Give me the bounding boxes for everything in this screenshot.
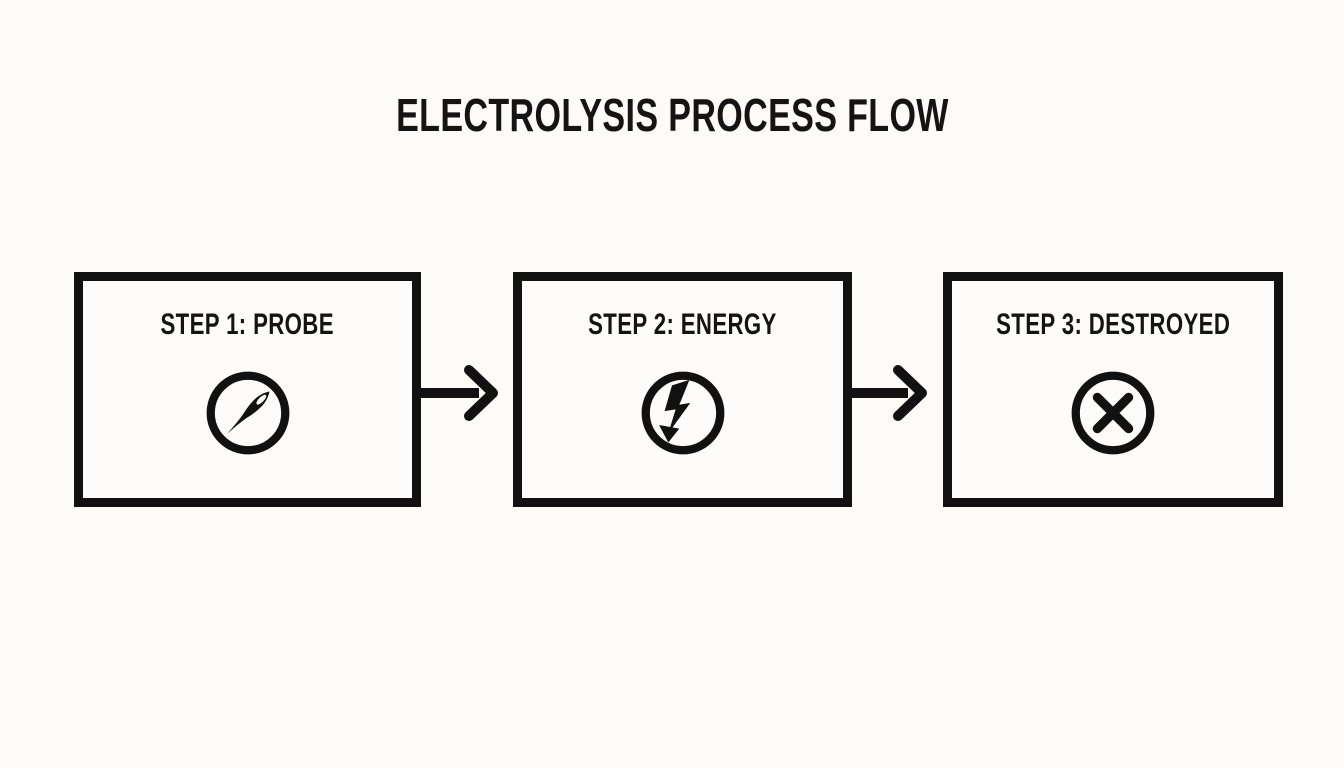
step-box-destroyed: STEP 3: DESTROYED xyxy=(943,272,1283,507)
arrow-right-icon xyxy=(421,365,498,421)
step-label: STEP 3: DESTROYED xyxy=(995,308,1231,341)
step-label: STEP 1: PROBE xyxy=(160,308,335,341)
page-title-text: ELECTROLYSIS PROCESS FLOW xyxy=(395,89,949,141)
step-box-energy: STEP 2: ENERGY xyxy=(513,272,852,507)
needle-icon xyxy=(206,371,289,455)
step-label: STEP 2: ENERGY xyxy=(588,308,777,341)
x-circle-icon xyxy=(1071,371,1155,455)
step-box-probe: STEP 1: PROBE xyxy=(74,272,421,507)
page-title: ELECTROLYSIS PROCESS FLOW xyxy=(0,92,1344,138)
arrow-right-icon xyxy=(850,365,927,421)
lightning-bolt-icon xyxy=(641,371,724,455)
